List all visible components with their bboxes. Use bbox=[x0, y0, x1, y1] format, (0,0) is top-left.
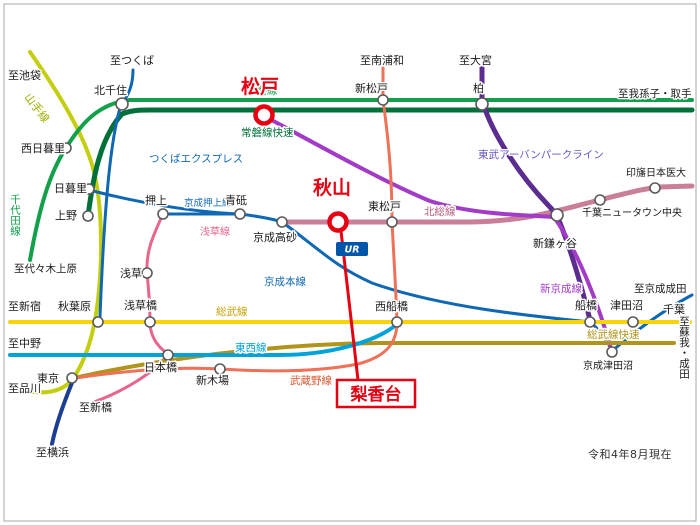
edge-label-to-shimbashi: 至新橋 bbox=[79, 400, 112, 414]
station-label-nippori: 日暮里 bbox=[54, 181, 87, 195]
station-oshiage bbox=[157, 208, 169, 220]
station-label-higashi-matsudo: 東松戸 bbox=[368, 199, 401, 213]
station-keisei-tsudanuma bbox=[606, 346, 618, 358]
station-label-asakusa: 浅草 bbox=[120, 267, 142, 280]
station-label-shin-kiba: 新木場 bbox=[196, 373, 229, 387]
station-label-aoto: 青砥 bbox=[225, 194, 247, 207]
station-label-kita-senju: 北千住 bbox=[94, 83, 127, 97]
ur-logo-text: UR bbox=[344, 245, 359, 256]
station-label-kashiwa: 柏 bbox=[473, 81, 484, 95]
highlight-label-akiyama: 秋山 bbox=[313, 176, 351, 199]
station-tsudanuma bbox=[627, 316, 639, 328]
station-nihombashi bbox=[162, 349, 174, 361]
edge-label-to-tsukuba: 至つくば bbox=[110, 54, 154, 67]
edge-label-to-abiko-toride: 至我孫子・取手 bbox=[618, 87, 692, 100]
station-inba-nihon-idai bbox=[649, 182, 661, 194]
line-joban-local bbox=[28, 98, 694, 262]
station-label-akihabara: 秋葉原 bbox=[58, 299, 91, 313]
edge-label-to-ikebukuro: 至池袋 bbox=[8, 68, 41, 82]
line-label-sobu-line-rapid: 総武線快速 bbox=[587, 328, 640, 341]
edge-label-to-yoyogi-uehara: 至代々木上原 bbox=[14, 263, 77, 275]
highlight-label-matsudo: 松戸 bbox=[241, 75, 279, 98]
line-label-tozai-line: 東西線 bbox=[235, 341, 267, 354]
line-label-musashino-line: 武蔵野線 bbox=[290, 374, 332, 387]
station-nishi-nippori bbox=[60, 142, 72, 154]
station-asakusabashi bbox=[144, 316, 156, 328]
edge-label-to-shinagawa: 至品川 bbox=[8, 382, 41, 395]
edge-label-to-shinjuku: 至新宿 bbox=[8, 299, 41, 313]
station-marker-matsudo bbox=[253, 104, 275, 126]
station-label-inba-nihon-idai: 印旛日本医大 bbox=[626, 166, 686, 179]
station-label-funabashi: 船橋 bbox=[575, 298, 597, 312]
edge-label-to-minami-urawa: 至南浦和 bbox=[360, 54, 404, 67]
line-label-joban-local-1: 千代田線 bbox=[9, 194, 21, 236]
station-label-shin-kamagaya: 新鎌ヶ谷 bbox=[533, 236, 577, 250]
station-kita-senju bbox=[115, 97, 129, 111]
station-nippori bbox=[83, 183, 95, 195]
line-tsukuba-express bbox=[98, 68, 135, 319]
station-akihabara bbox=[92, 316, 104, 328]
line-label-tsukuba-express: つくばエクスプレス bbox=[149, 153, 243, 165]
line-label-hokuso-line: 北総線 bbox=[424, 205, 456, 218]
station-label-keisei-takasago: 京成高砂 bbox=[253, 230, 297, 244]
station-tokyo bbox=[66, 372, 78, 384]
line-label-keisei-oshiage-line: 京成押上線 bbox=[184, 197, 232, 209]
line-musashino-line bbox=[73, 66, 399, 380]
line-shin-keisei-line bbox=[264, 115, 613, 351]
station-label-nishi-nippori: 西日暮里 bbox=[21, 141, 65, 155]
station-label-nihombashi: 日本橋 bbox=[144, 360, 177, 374]
edge-label-to-soga-narita: 至蘇我・成田 bbox=[678, 316, 690, 379]
line-tozai-line bbox=[8, 323, 398, 357]
station-aoto bbox=[234, 208, 246, 220]
station-shin-matsudo bbox=[377, 94, 389, 106]
station-nishi-funabashi bbox=[391, 316, 403, 328]
station-label-nishi-funabashi: 西船橋 bbox=[375, 299, 408, 313]
station-marker-akiyama bbox=[327, 211, 349, 233]
line-label-keisei-main-line: 京成本線 bbox=[264, 275, 306, 288]
line-label-joban-rapid: 常磐線快速 bbox=[241, 126, 294, 139]
line-label-sobu-line: 総武線 bbox=[216, 305, 248, 318]
rikodai-callout-box bbox=[335, 378, 417, 409]
station-label-shin-matsudo: 新松戸 bbox=[355, 81, 388, 95]
station-label-tsudanuma: 津田沼 bbox=[610, 298, 643, 312]
station-shin-kamagaya bbox=[550, 208, 564, 222]
station-funabashi bbox=[584, 316, 596, 328]
rikodai-callout-label: 梨香台 bbox=[350, 384, 402, 405]
edge-label-to-yokohama: 至横浜 bbox=[36, 445, 69, 459]
edge-label-to-nakano: 至中野 bbox=[8, 337, 41, 350]
station-kashiwa bbox=[475, 97, 489, 111]
station-label-asakusabashi: 浅草橋 bbox=[124, 298, 157, 312]
line-yokosuka-line bbox=[50, 376, 76, 446]
station-label-keisei-tsudanuma: 京成津田沼 bbox=[583, 359, 633, 372]
line-label-asakusa-line: 浅草線 bbox=[200, 225, 230, 238]
station-label-tokyo: 東京 bbox=[37, 371, 59, 385]
line-label-joban-local: 常磐線 bbox=[246, 84, 278, 97]
line-label-tobu-urban-park-line: 東武アーバンパークライン bbox=[478, 148, 604, 161]
station-keisei-takasago bbox=[276, 216, 288, 228]
station-shin-kiba bbox=[214, 363, 226, 375]
station-label-ueno: 上野 bbox=[55, 209, 77, 222]
station-higashi-matsudo bbox=[386, 216, 398, 228]
edge-label-to-omiya: 至大宮 bbox=[459, 53, 492, 67]
station-ueno bbox=[82, 210, 94, 222]
edge-label-chiba: 千葉 bbox=[663, 302, 685, 316]
map-border bbox=[3, 3, 697, 522]
line-hokuso-line bbox=[279, 183, 695, 225]
station-label-oshiage: 押上 bbox=[145, 193, 167, 207]
station-label-chiba-newtown-chuo: 千葉ニュータウン中央 bbox=[582, 206, 682, 219]
ur-logo bbox=[336, 242, 368, 256]
station-asakusa bbox=[141, 267, 153, 279]
station-chiba-newtown-chuo bbox=[594, 194, 606, 206]
map-date-note: 令和4年8月現在 bbox=[588, 448, 672, 461]
edge-label-to-keisei-narita: 至京成成田 bbox=[634, 282, 687, 295]
line-label-yamanote: 山手線 bbox=[22, 90, 53, 125]
line-label-shin-keisei-line: 新京成線 bbox=[540, 282, 582, 295]
line-yamanote bbox=[12, 50, 104, 395]
